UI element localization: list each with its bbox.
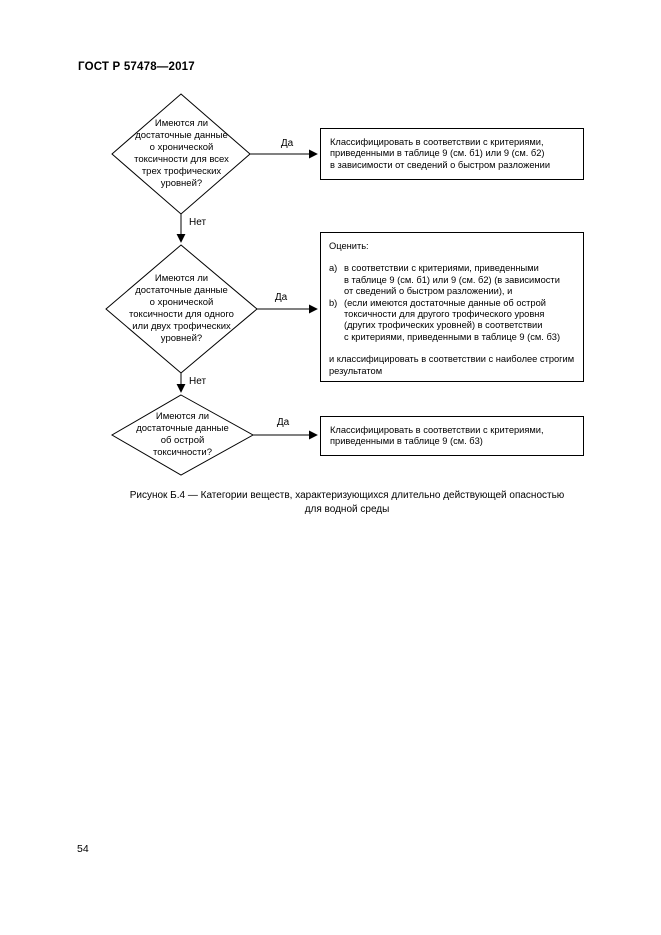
figure-caption: Рисунок Б.4 — Категории веществ, характе… (77, 489, 617, 516)
decision-diamond-2-text: Имеются ли достаточные данные о хроничес… (129, 273, 234, 344)
yes-label-1: Да (280, 138, 294, 149)
item-b-text: (если имеются достаточные данные об остр… (344, 297, 561, 342)
classify-box-3: Классифицировать в соответствии с критер… (320, 416, 584, 456)
evaluate-box: Оценить: a) в соответствии с критериями,… (320, 232, 584, 382)
classify-box-1-text: Классифицировать в соответствии с критер… (330, 136, 551, 170)
figure-caption-line-2: для водной среды (304, 503, 390, 515)
decision-diamond-3-text: Имеются ли достаточные данные об острой … (136, 411, 229, 458)
figure-caption-line-1: Рисунок Б.4 — Категории веществ, характе… (129, 490, 565, 501)
evaluate-box-item-a: a) в соответствии с критериями, приведен… (329, 263, 575, 297)
no-label-2: Нет (189, 376, 207, 387)
classify-box-1: Классифицировать в соответствии с критер… (320, 128, 584, 180)
decision-diamond-1-text: Имеются ли достаточные данные о хроничес… (134, 118, 229, 189)
item-a-text: в соответствии с критериями, приведенным… (344, 263, 560, 297)
classify-box-3-text: Классифицировать в соответствии с критер… (330, 424, 544, 446)
yes-label-3: Да (276, 417, 290, 428)
document-header: ГОСТ Р 57478—2017 (78, 61, 195, 73)
page-number: 54 (77, 843, 89, 855)
evaluate-box-footer: и классифицировать в соответствии с наиб… (329, 354, 575, 376)
item-a-marker: a) (329, 263, 338, 274)
item-b-marker: b) (329, 297, 338, 308)
evaluate-box-title: Оценить: (329, 241, 369, 251)
no-label-1: Нет (189, 217, 207, 228)
evaluate-box-item-b: b) (если имеются достаточные данные об о… (329, 298, 575, 344)
yes-label-2: Да (274, 292, 288, 303)
